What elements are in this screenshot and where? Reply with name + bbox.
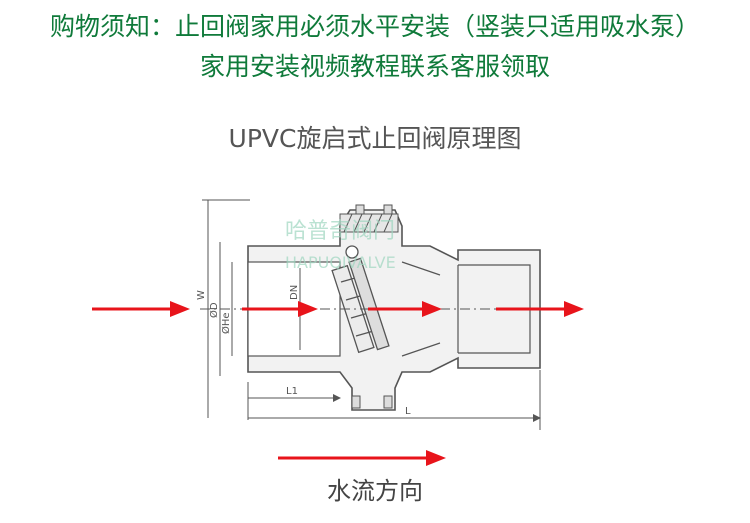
valve-cap: [339, 204, 399, 233]
flow-direction-label: 水流方向: [327, 477, 423, 505]
purchase-notice-line2: 家用安装视频教程联系客服领取: [199, 52, 550, 81]
swing-disc: [331, 245, 390, 354]
flow-arrows: [92, 301, 584, 466]
purchase-notice-line1: 购物须知：止回阀家用必须水平安装（竖装只适用吸水泵）: [49, 12, 700, 41]
dim-label-he: ØHe: [220, 312, 232, 334]
dim-label-d: ØD: [208, 302, 220, 318]
dim-label-w: W: [196, 290, 207, 300]
dim-label-l1: L1: [286, 386, 298, 397]
watermark-en: HAPUQIVALVE: [285, 253, 396, 272]
diagram-title: UPVC旋启式止回阀原理图: [228, 124, 522, 153]
dimension-lines: [202, 199, 541, 430]
dim-label-dn: DN: [289, 285, 300, 300]
dim-label-l: L: [405, 406, 411, 417]
watermark-cn: 哈普奇阀门: [285, 219, 395, 244]
bottom-bolts: [351, 395, 393, 409]
